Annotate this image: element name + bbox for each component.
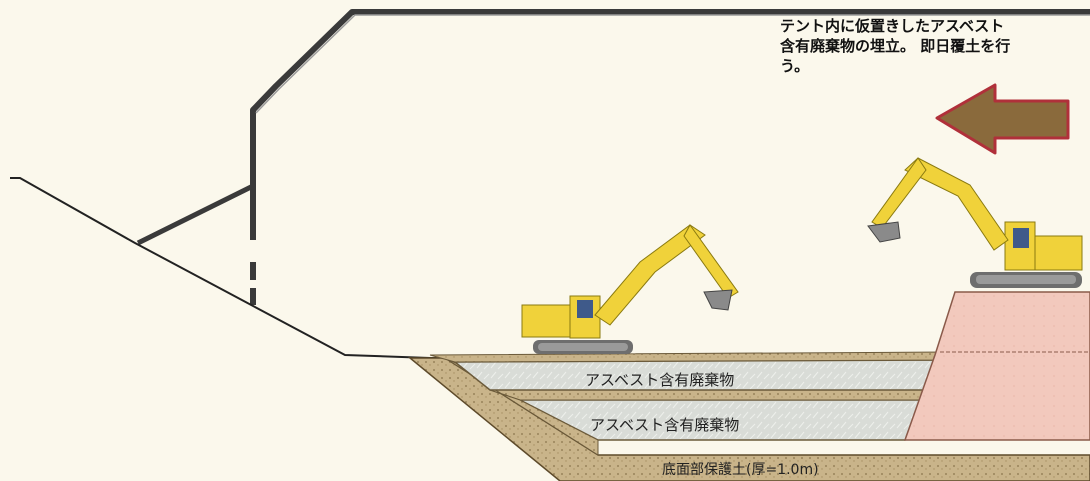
process-note: テント内に仮置きしたアスベスト 含有廃棄物の埋立。 即日覆土を行 う。 [780,16,1080,76]
tent-brace [136,183,255,246]
left-arrow-icon [935,83,1070,155]
note-line-1: テント内に仮置きしたアスベスト [780,17,1005,35]
note-line-2: 含有廃棄物の埋立。 即日覆土を行 [780,37,1011,55]
cover-soil-top [429,351,946,363]
note-line-3: う。 [780,57,810,75]
cover-soil-middle [489,389,936,401]
upper-waste-label: アスベスト含有廃棄物 [585,371,734,389]
soil-mound [903,291,1090,441]
tent-wall-dash [250,240,257,262]
tent-outline [250,9,1090,305]
excavator-icon [521,224,739,354]
base-soil-label: 底面部保護土(厚=1.0m) [662,462,819,478]
lower-waste-label: アスベスト含有廃棄物 [590,416,739,434]
excavator-icon [867,157,1083,288]
